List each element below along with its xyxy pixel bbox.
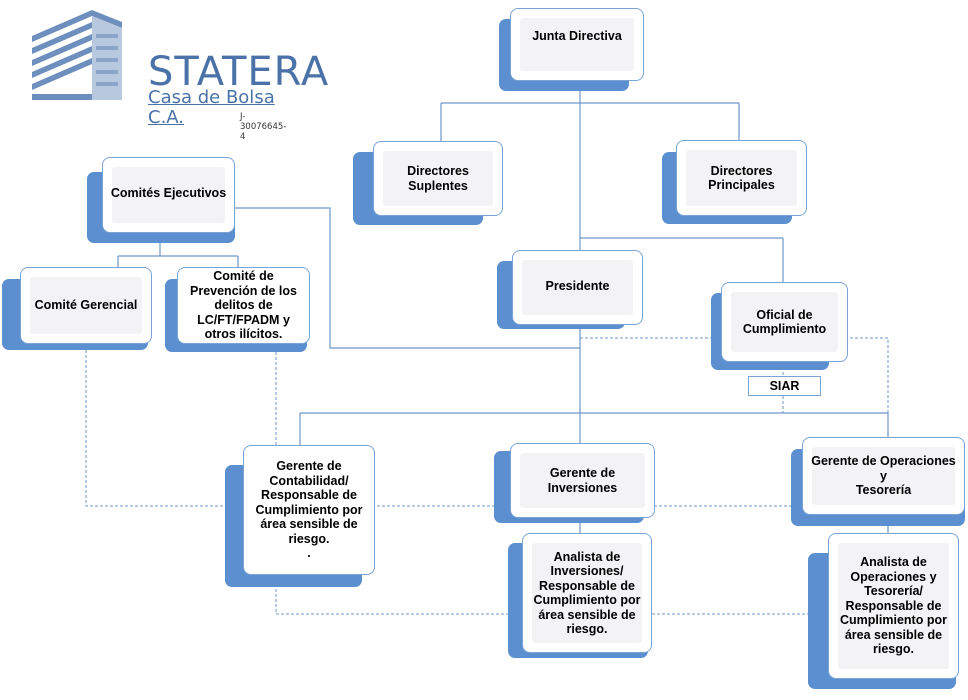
node-label: Junta Directiva bbox=[532, 29, 622, 44]
node-siar: SIAR bbox=[748, 376, 821, 396]
node-label: Gerente de Operaciones y Tesorería bbox=[811, 454, 956, 498]
node-label: Gerente de Contabilidad/ Responsable de … bbox=[255, 459, 363, 561]
node-label: Analista de Operaciones y Tesorería/ Res… bbox=[840, 555, 947, 657]
node-label: Directores Suplentes bbox=[407, 164, 469, 193]
logo-rif: J-30076645-4 bbox=[240, 112, 287, 142]
node-label: Oficial de Cumplimiento bbox=[742, 307, 827, 337]
logo-subtitle: Casa de Bolsa C.A. bbox=[148, 87, 275, 128]
logo-name: STATERA bbox=[148, 49, 330, 95]
node-label: Analista de Inversiones/ Responsable de … bbox=[533, 549, 641, 637]
node-label: Gerente de Inversiones bbox=[547, 466, 618, 495]
node-label: Comités Ejecutivos bbox=[110, 185, 227, 200]
node-label: Comité de Prevención de los delitos de L… bbox=[190, 269, 297, 342]
node-label: Directores Principales bbox=[708, 163, 775, 193]
building-logo-icon bbox=[32, 10, 122, 100]
company-logo: STATERA Casa de Bolsa C.A. J-30076645-4 bbox=[30, 8, 328, 142]
node-label: Presidente bbox=[545, 279, 610, 294]
node-label: Comité Gerencial bbox=[34, 298, 138, 313]
